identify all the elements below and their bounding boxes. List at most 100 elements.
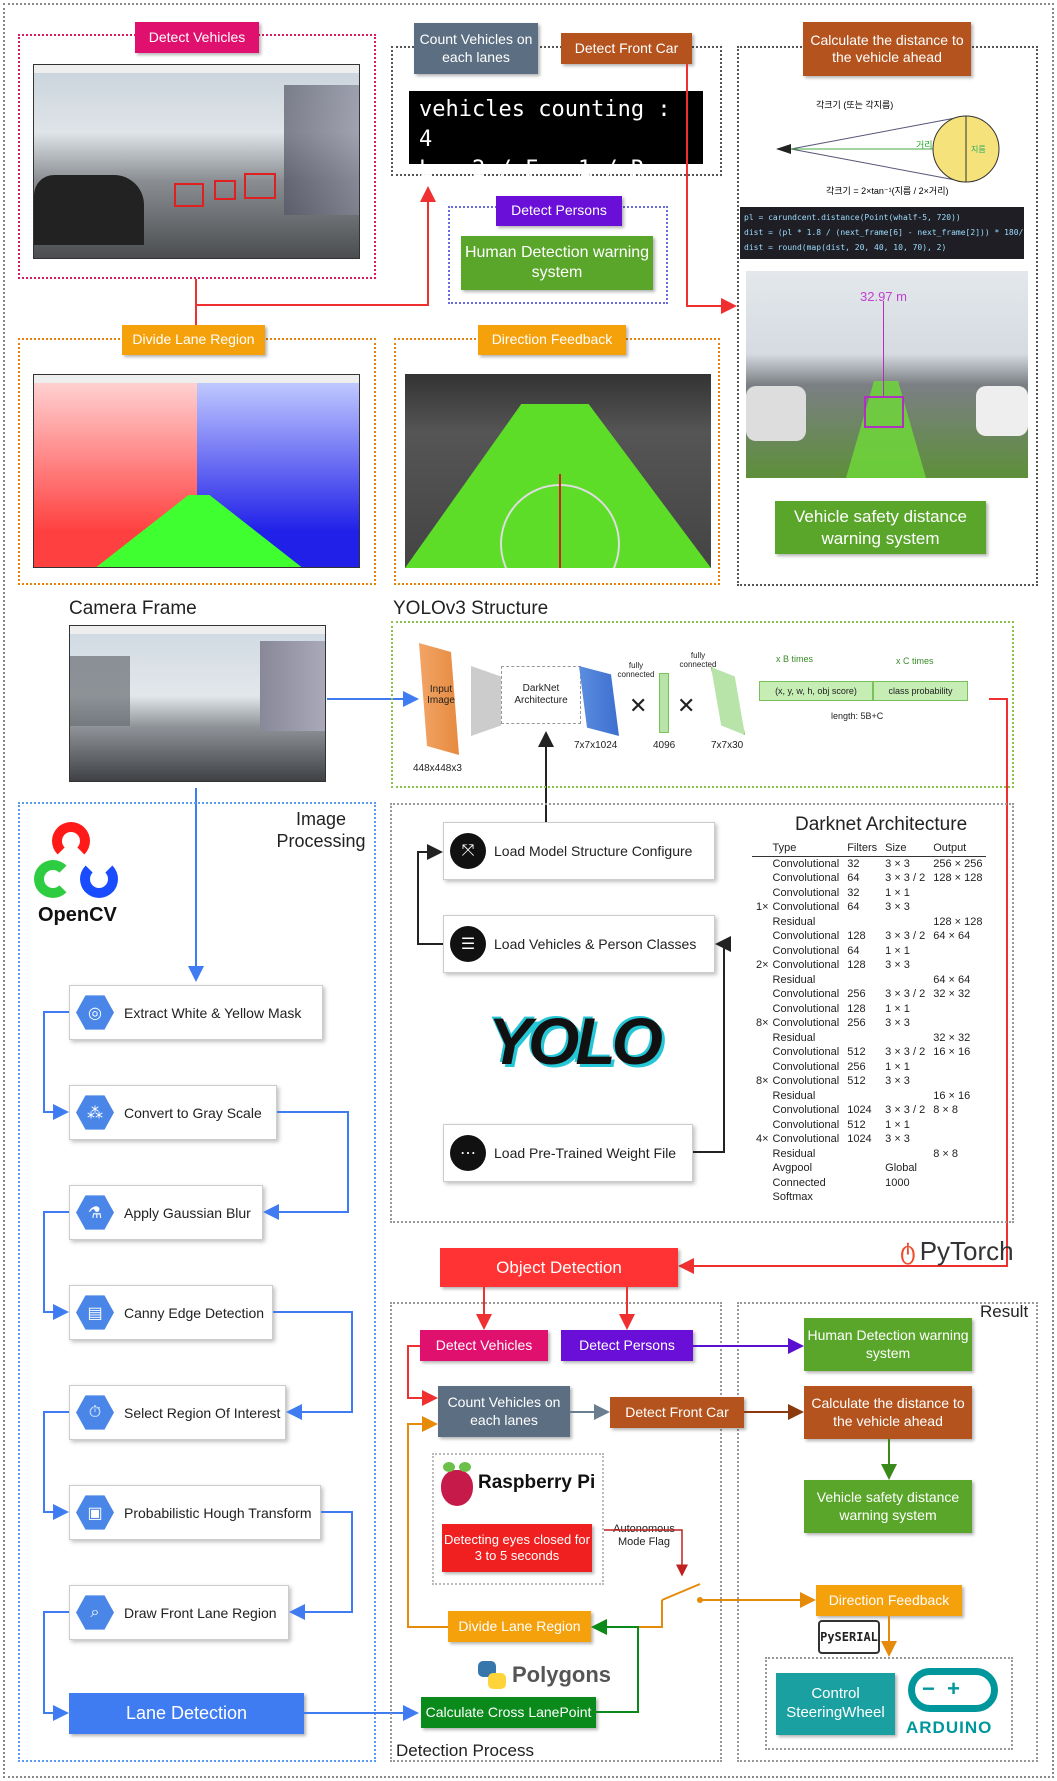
angle-formula-diagram: 각크기 (또는 각지름) 거리 지름 각크기 = 2×tan⁻¹(지름 / 2×… xyxy=(746,98,1031,202)
yolo-structure-title: YOLOv3 Structure xyxy=(393,598,549,619)
dim-1024: 7x7x1024 xyxy=(574,740,618,751)
load-weights-step: ⋯ Load Pre-Trained Weight File xyxy=(443,1124,693,1182)
yolo-logo: YOLO xyxy=(488,1004,663,1078)
control-steering-box: Control SteeringWheel xyxy=(776,1673,895,1735)
darknet-cell: 512 xyxy=(847,1118,866,1131)
arduino-panel xyxy=(765,1657,1013,1750)
darknet-cell: 8× xyxy=(756,1075,769,1087)
step-label: Load Pre-Trained Weight File xyxy=(494,1145,677,1161)
counting-display: vehicles counting : 4 L = 2 / F = 1 / R … xyxy=(409,91,703,212)
xywh-block: (x, y, w, h, obj score) xyxy=(759,681,873,701)
arduino-logo: − + ARDUINO xyxy=(902,1668,1006,1744)
darknet-table-row: Residual 16 × 16 xyxy=(752,1089,986,1104)
darknet-cell: 128 xyxy=(847,930,866,942)
step-select-roi: ⏱Select Region Of Interest xyxy=(69,1385,286,1440)
detect-vehicles-screenshot xyxy=(33,64,360,259)
detection-process-panel xyxy=(390,1302,722,1762)
darknet-cell: Convolutional xyxy=(772,1060,840,1073)
image-processing-panel xyxy=(18,802,376,1762)
load-classes-step: ☰Load Vehicles & Person Classes xyxy=(443,915,715,973)
darknet-cell: 3 × 3 xyxy=(885,901,910,913)
header-size: Size xyxy=(885,842,907,854)
darknet-cell: 3 × 3 xyxy=(885,959,910,971)
calc-cross-box: Calculate Cross LanePoint xyxy=(421,1697,596,1728)
result-panel xyxy=(737,1302,1038,1762)
direction-feedback-label: Direction Feedback xyxy=(478,325,626,355)
more-icon: ⋯ xyxy=(450,1135,486,1171)
polygons-text: Polygons xyxy=(512,1662,612,1687)
conv-block xyxy=(471,666,501,736)
detect-vehicles-box: Detect Vehicles xyxy=(420,1330,548,1361)
darknet-table-row: Softmax xyxy=(752,1190,986,1205)
cross-icon: ✕ xyxy=(629,693,648,718)
darknet-cell: Convolutional xyxy=(772,1133,840,1145)
calc-distance-label: Calculate the distance to the vehicle ah… xyxy=(803,22,971,76)
image-processing-title: Image Processing xyxy=(276,809,366,851)
darknet-cell: Convolutional xyxy=(772,988,840,1000)
darknet-cell: 16 × 16 xyxy=(933,1089,971,1102)
darknet-cell: 3 × 3 / 2 xyxy=(885,1046,926,1058)
step-label: Probabilistic Hough Transform xyxy=(124,1504,312,1521)
count-vehicles-label: Count Vehicles on each lanes xyxy=(414,23,538,74)
detect-persons-box: Detect Persons xyxy=(561,1330,693,1361)
angle-formula-svg xyxy=(776,115,1000,183)
darknet-cell: 1 × 1 xyxy=(885,1002,910,1015)
step-label: Extract White & Yellow Mask xyxy=(124,1004,302,1021)
darknet-cell: Residual xyxy=(772,1089,816,1102)
darknet-cell: 2× xyxy=(756,959,769,971)
darknet-cell: Convolutional xyxy=(772,1118,840,1131)
step-extract-mask: ◎Extract White & Yellow Mask xyxy=(69,985,323,1040)
class-prob-block: class probability xyxy=(873,681,968,701)
raspberry-text: Raspberry Pi xyxy=(478,1472,596,1493)
darknet-cell: 3 × 3 xyxy=(885,1075,910,1087)
camera-frame-title: Camera Frame xyxy=(69,598,197,619)
darknet-cell: 64 xyxy=(847,872,860,884)
darknet-cell: 1 × 1 xyxy=(885,1118,910,1131)
direction-feedback-box: Direction Feedback xyxy=(816,1585,962,1616)
darknet-cell: Convolutional xyxy=(772,901,840,913)
fc1-label: fully connected xyxy=(617,661,655,679)
detect-persons-label: Detect Persons xyxy=(496,196,622,226)
darknet-cell: Residual xyxy=(772,973,816,986)
opencv-text: OpenCV xyxy=(38,904,117,926)
list-icon: ☰ xyxy=(450,926,486,962)
darknet-cell: 1 × 1 xyxy=(885,1060,910,1073)
b-times-label: x B times xyxy=(776,654,814,664)
human-detection-box: Human Detection warning system xyxy=(804,1318,972,1371)
darknet-cell: 32 xyxy=(847,886,860,899)
detect-vehicles-label: Detect Vehicles xyxy=(135,22,259,53)
length-label: length: 5B+C xyxy=(831,711,884,721)
darknet-cell: Convolutional xyxy=(772,1017,840,1029)
step-hough-transform: ▣Probabilistic Hough Transform xyxy=(69,1485,321,1540)
code-line: pl = carundcent.distance(Point(whalf-5, … xyxy=(744,213,961,222)
polygons-logo: Polygons xyxy=(478,1659,638,1691)
darknet-cell: Global xyxy=(885,1162,917,1174)
darknet-cell: 16 × 16 xyxy=(933,1046,971,1058)
eyes-closed-box: Detecting eyes closed for 3 to 5 seconds xyxy=(442,1524,592,1572)
step-gaussian-blur: ⚗Apply Gaussian Blur xyxy=(69,1185,263,1240)
cross-icon: ✕ xyxy=(677,693,696,718)
darknet-cell: 1024 xyxy=(847,1104,872,1116)
